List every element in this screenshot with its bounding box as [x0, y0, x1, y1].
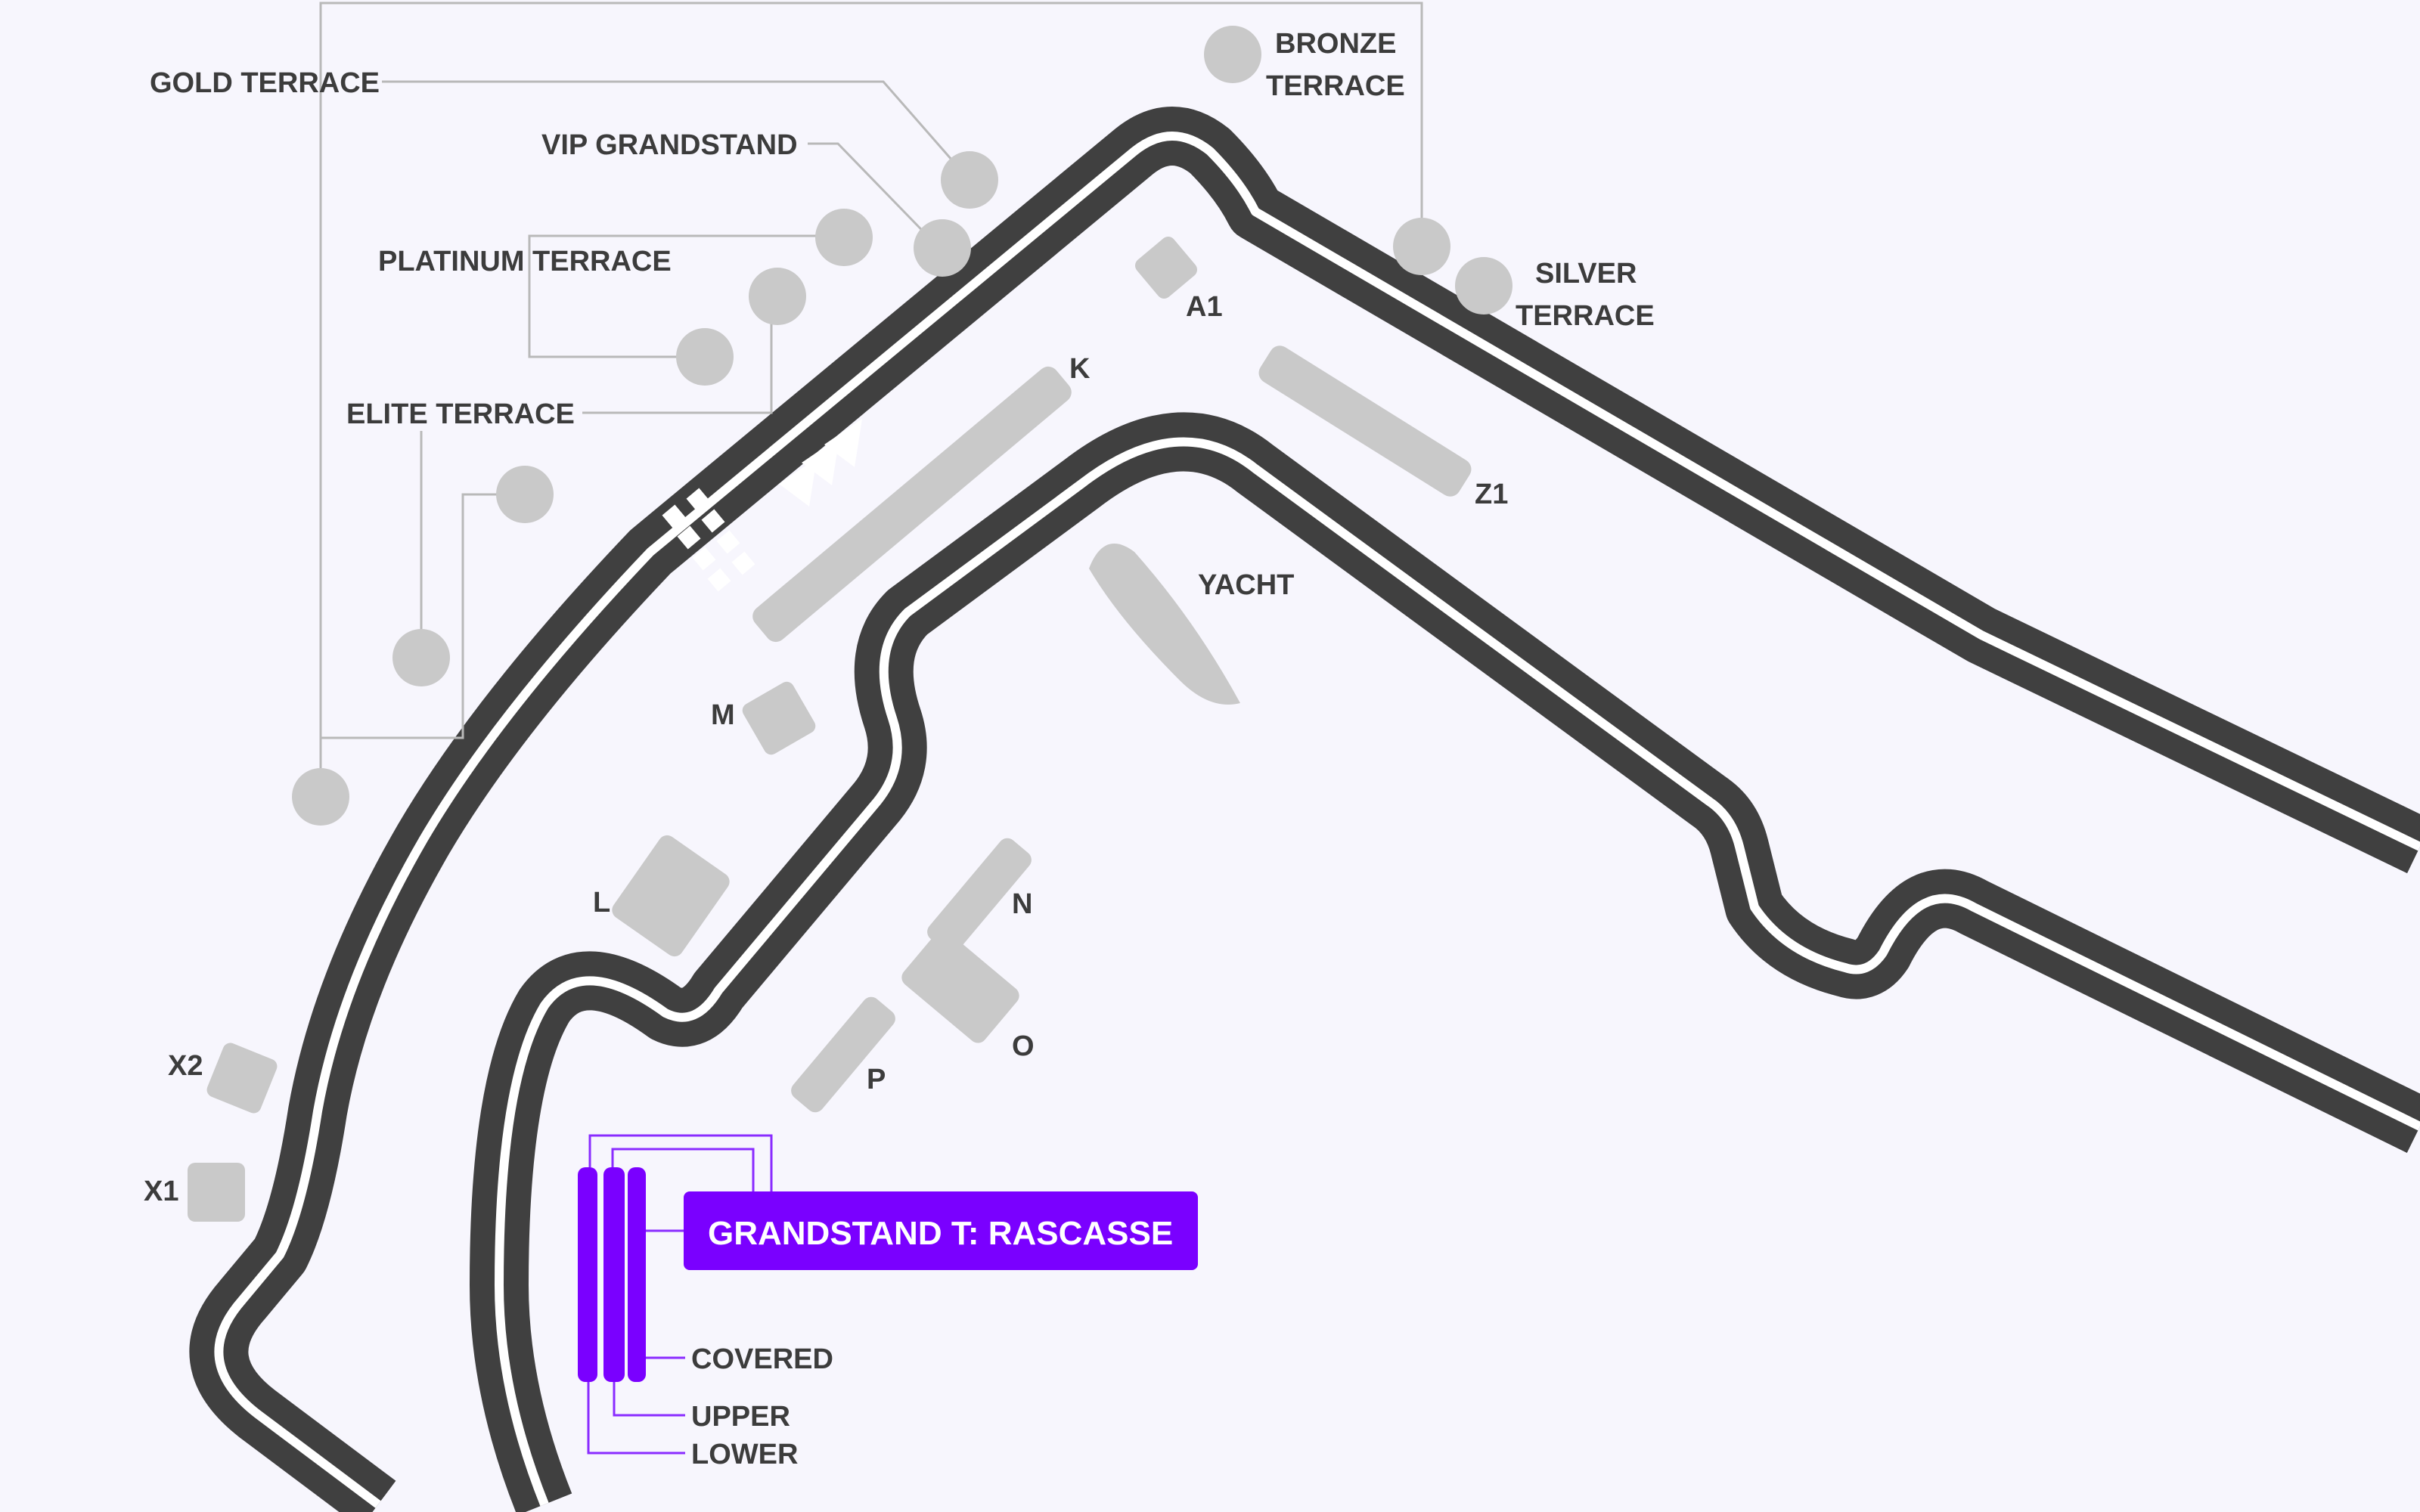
zone-p [791, 996, 895, 1113]
section-a1-label: A1 [1186, 291, 1223, 323]
zone-yacht [1089, 544, 1240, 705]
bronze-terrace-marker [1204, 26, 1261, 83]
zone-z1 [1258, 345, 1472, 497]
grandstand-lower-tier [578, 1167, 597, 1382]
zone-o [901, 930, 1019, 1043]
terrace-labels: GOLD TERRACE VIP GRANDSTAND PLATINUM TER… [150, 28, 1655, 430]
terrace-marker-b [392, 629, 450, 686]
section-z1-label: Z1 [1475, 479, 1508, 510]
direction-arrows-icon [779, 419, 862, 507]
terrace-markers[interactable] [292, 26, 1512, 826]
grandstand-covered-tier [628, 1167, 646, 1382]
elite-terrace-marker [749, 268, 806, 325]
section-m-label: M [711, 699, 735, 731]
platinum-terrace-marker-b [676, 328, 734, 386]
elite-terrace-label: ELITE TERRACE [346, 398, 575, 430]
grandstand-t-highlight[interactable]: GRANDSTAND T: RASCASSE COVERED UPPER LOW… [578, 1134, 1198, 1470]
section-l-label: L [593, 887, 610, 919]
section-n-label: N [1012, 888, 1032, 920]
vip-grandstand-label: VIP GRANDSTAND [541, 129, 798, 161]
platinum-terrace-marker-a [815, 209, 873, 266]
silver-terrace-marker-b [1455, 257, 1512, 314]
checkered-flag-icon [662, 488, 755, 592]
gold-terrace-label: GOLD TERRACE [150, 67, 380, 99]
zone-x2 [206, 1043, 278, 1114]
terrace-marker-a [496, 466, 554, 523]
grandstand-title: GRANDSTAND T: RASCASSE [708, 1215, 1173, 1252]
terrace-marker-c [292, 768, 349, 826]
grandstand-title-box [684, 1191, 1198, 1270]
level-covered-label: COVERED [691, 1343, 833, 1375]
section-yacht-label: YACHT [1198, 569, 1294, 601]
section-x1-label: X1 [144, 1176, 178, 1207]
level-lower-label: LOWER [691, 1439, 798, 1470]
race-track [189, 107, 2420, 1512]
silver-terrace-label-1: SILVER [1535, 258, 1637, 290]
section-p-label: P [867, 1064, 886, 1095]
zone-a1 [1135, 237, 1197, 299]
zone-m [742, 681, 816, 755]
zone-n [927, 838, 1032, 954]
section-labels: A1 K Z1 YACHT M L N O P X2 X1 [144, 291, 1508, 1207]
silver-terrace-marker-a [1393, 218, 1450, 275]
leader-lines [319, 2, 1423, 795]
section-k-label: K [1069, 353, 1091, 385]
zone-x1 [188, 1163, 245, 1222]
zone-l [612, 835, 730, 957]
bronze-terrace-label-2: TERRACE [1266, 70, 1405, 102]
section-zones[interactable] [188, 234, 1475, 1222]
grandstand-upper-tier [603, 1167, 625, 1382]
section-o-label: O [1012, 1030, 1035, 1062]
zone-k [752, 366, 1072, 643]
level-upper-label: UPPER [691, 1401, 790, 1433]
section-x2-label: X2 [168, 1050, 203, 1082]
gold-terrace-marker [941, 151, 998, 209]
silver-terrace-label-2: TERRACE [1516, 300, 1655, 332]
vip-grandstand-marker [914, 219, 971, 277]
bronze-terrace-label-1: BRONZE [1275, 28, 1396, 60]
platinum-terrace-label: PLATINUM TERRACE [378, 246, 672, 277]
